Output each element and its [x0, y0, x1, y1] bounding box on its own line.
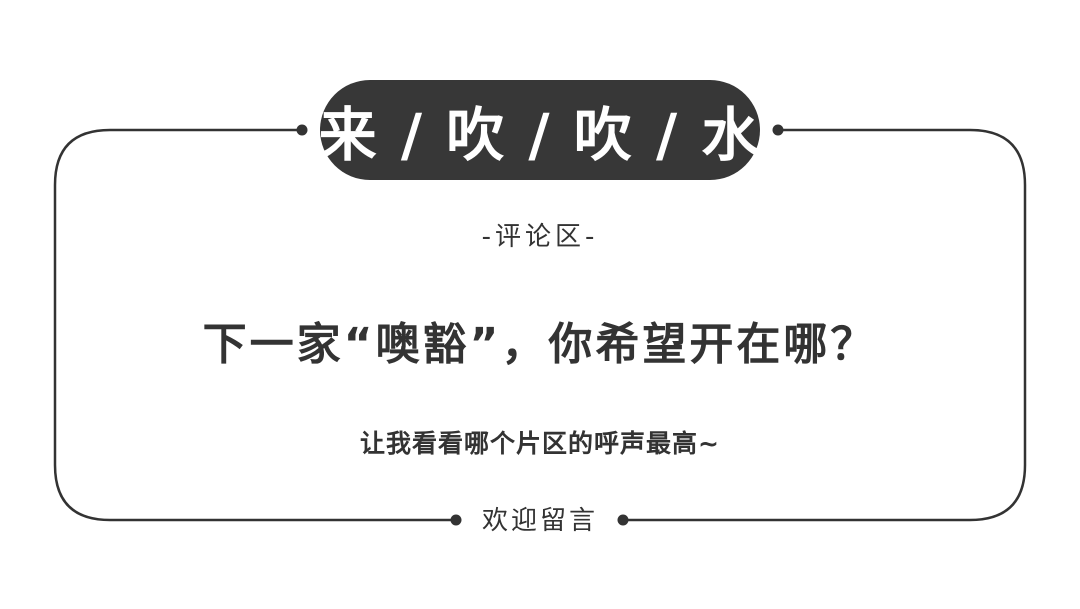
subtext: 让我看看哪个片区的呼声最高~ — [360, 429, 720, 458]
title-badge: 来 / 吹 / 吹 / 水 — [318, 80, 762, 180]
frame-top-right-line — [623, 128, 1027, 522]
frame-dot-bottom-right — [617, 514, 629, 526]
question-heading: 下一家“噢豁”，你希望开在哪？ — [202, 319, 878, 370]
title-text: 来 / 吹 / 吹 / 水 — [318, 101, 762, 169]
frame-top-left-line — [53, 128, 456, 522]
frame-dot-top-right — [772, 124, 784, 136]
frame-dot-bottom-left — [450, 514, 462, 526]
footer-label: 欢迎留言 — [470, 500, 610, 537]
section-label: -评论区- — [481, 222, 599, 252]
frame-dot-top-left — [296, 124, 308, 136]
